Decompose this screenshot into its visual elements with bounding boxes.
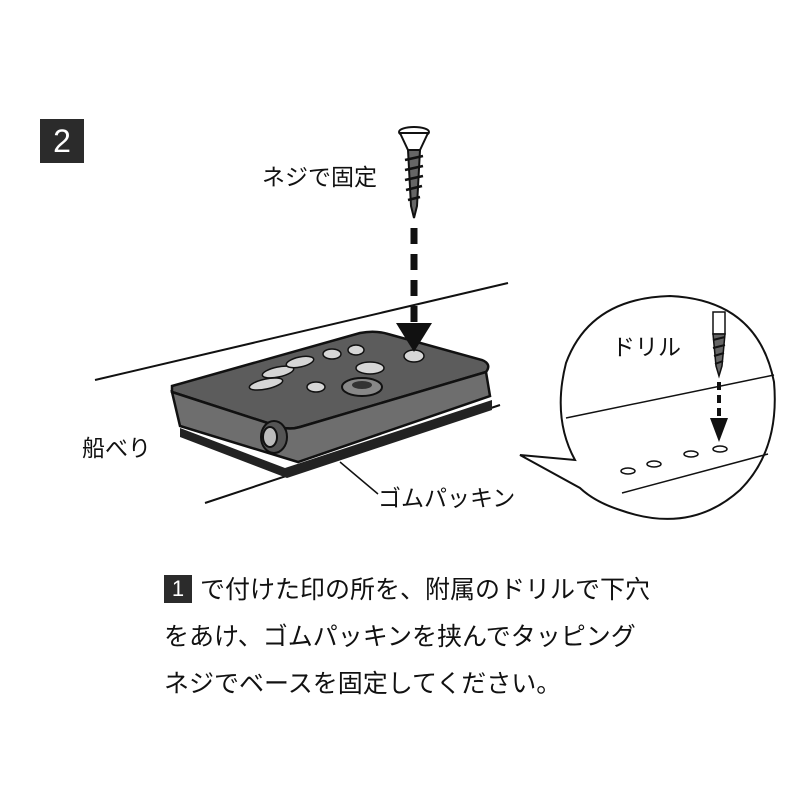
instruction-line-2: をあけ、ゴムパッキンを挟んでタッピング: [164, 622, 636, 651]
instruction-line-1: 1 で付けた印の所を、附属のドリルで下穴: [164, 566, 764, 613]
gasket-leader-line: [339, 461, 379, 495]
drill-bit-icon: [712, 311, 726, 379]
rubber-gasket-label: ゴムパッキン: [378, 486, 516, 512]
drill-label: ドリル: [612, 335, 681, 361]
instruction-line-3: ネジでベースを固定してください。: [164, 669, 562, 698]
screw-icon: [398, 126, 430, 219]
step-number-badge: 2: [40, 119, 84, 163]
base-slots: [248, 344, 425, 393]
rubber-gasket: [180, 400, 492, 478]
gunwale-label: 船べり: [82, 436, 151, 462]
step-ref-badge: 1: [164, 575, 192, 603]
side-knob-icon: [260, 420, 288, 454]
instruction-line-1-text: で付けた印の所を、附属のドリルで下穴: [200, 575, 651, 604]
screw-fix-label: ネジで固定: [262, 165, 377, 191]
pilot-holes: [620, 445, 728, 475]
